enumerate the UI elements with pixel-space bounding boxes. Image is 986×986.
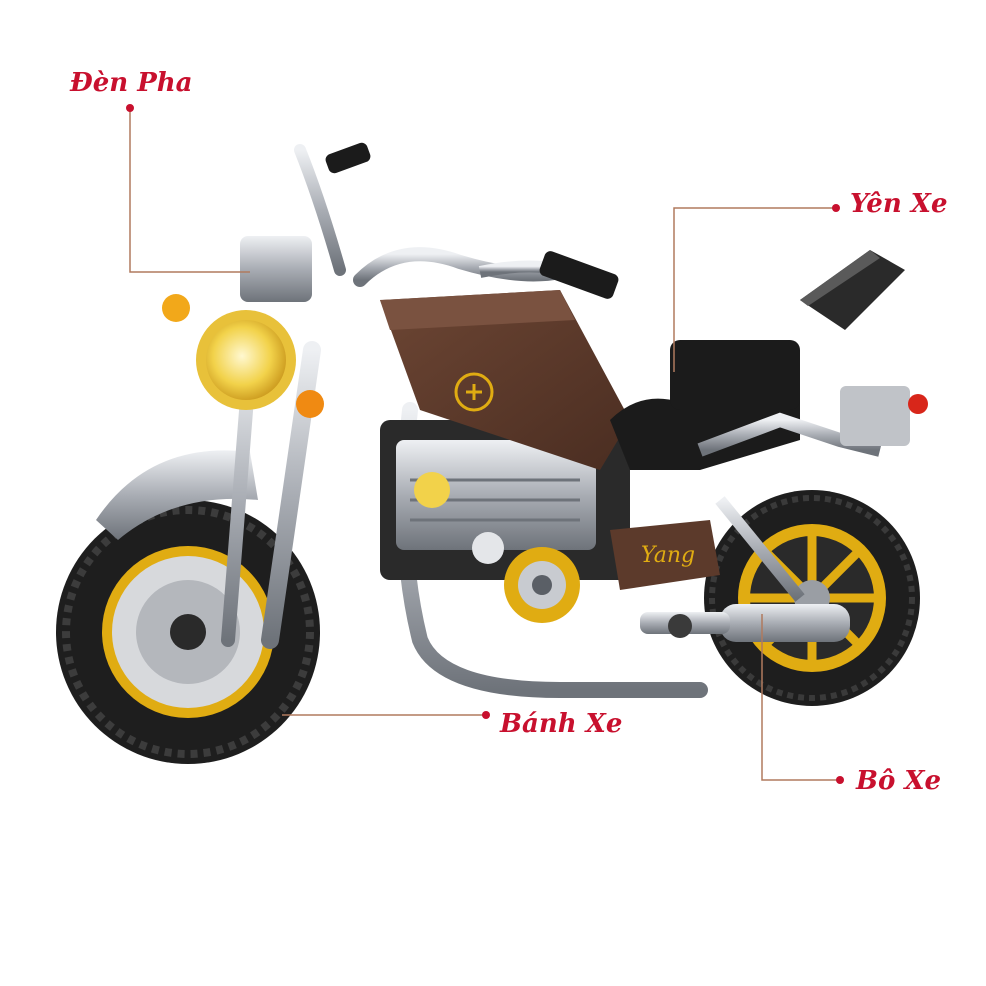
leader-exhaust — [761, 614, 840, 781]
label-exhaust: Bô Xe — [856, 766, 942, 796]
handlebar — [294, 142, 619, 299]
rear-frame — [697, 386, 928, 602]
label-seat: Yên Xe — [850, 189, 948, 219]
leader-lines — [129, 108, 840, 781]
engine — [380, 420, 630, 623]
seat — [610, 250, 905, 470]
side-badge: Yang — [610, 520, 720, 590]
label-wheel: Bánh Xe — [500, 709, 623, 739]
leader-dots — [126, 104, 844, 784]
exhaust — [640, 604, 850, 642]
tank-decal-text: Yang — [641, 543, 695, 568]
fuel-tank — [380, 290, 630, 470]
label-headlight: Đèn Pha — [70, 68, 193, 98]
front-fender — [96, 450, 258, 540]
headlight — [162, 236, 408, 418]
leader-headlight — [129, 108, 250, 273]
leader-seat — [673, 207, 836, 372]
front-wheel — [56, 500, 320, 764]
